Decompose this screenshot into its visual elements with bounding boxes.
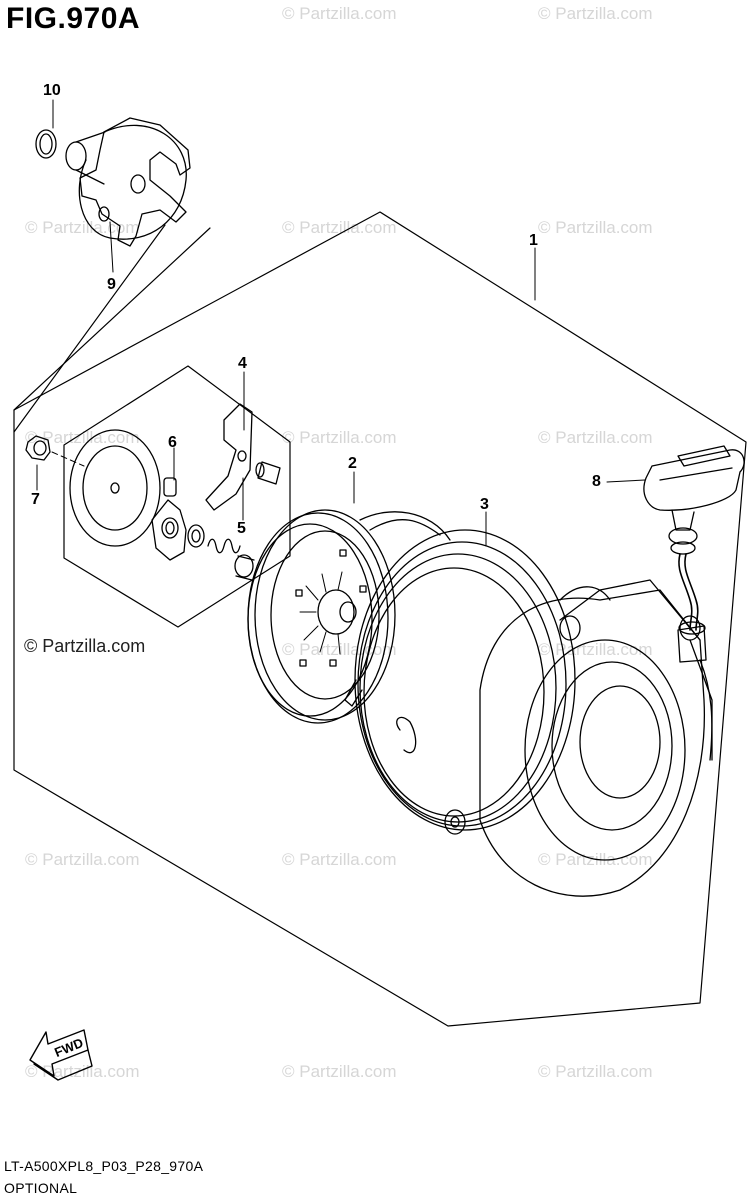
part-2-reel	[247, 509, 451, 724]
part-spring-collar	[187, 524, 255, 581]
watermark: © Partzilla.com	[25, 850, 140, 869]
callout-2: 2	[348, 455, 357, 472]
callout-8: 8	[592, 473, 601, 490]
watermark: © Partzilla.com	[282, 4, 397, 23]
watermark: © Partzilla.com	[538, 4, 653, 23]
watermark: © Partzilla.com	[538, 218, 653, 237]
part-6-pawl	[151, 477, 187, 561]
watermark: © Partzilla.com	[282, 428, 397, 447]
optional-note: OPTIONAL	[4, 1180, 78, 1196]
leader-lines	[36, 99, 646, 547]
part-10-o-ring	[35, 129, 57, 159]
part-friction-plate	[69, 429, 161, 547]
part-9-ratchet-hub	[65, 117, 191, 247]
watermark-dark: © Partzilla.com	[24, 636, 146, 656]
callout-1: 1	[529, 232, 538, 249]
callout-6: 6	[168, 434, 177, 451]
part-case	[444, 579, 713, 897]
part-7-nut	[25, 435, 51, 461]
watermark: © Partzilla.com	[25, 428, 140, 447]
fwd-arrow-icon	[29, 1029, 93, 1081]
watermark: © Partzilla.com	[282, 850, 397, 869]
callout-10: 10	[43, 82, 61, 99]
callout-7: 7	[31, 491, 40, 508]
part-4-guide	[205, 403, 253, 511]
callout-3: 3	[480, 496, 489, 513]
callout-5: 5	[237, 520, 246, 537]
callout-9: 9	[107, 276, 116, 293]
watermark: © Partzilla.com	[282, 1062, 397, 1081]
figure-title: FIG.970A	[6, 2, 141, 35]
watermark: © Partzilla.com	[538, 1062, 653, 1081]
part-5-pin	[255, 461, 281, 485]
watermark: © Partzilla.com	[282, 218, 397, 237]
watermark: © Partzilla.com	[538, 428, 653, 447]
model-code: LT-A500XPL8_P03_P28_970A	[4, 1158, 204, 1174]
subgroup-boundary	[63, 365, 291, 628]
part-8-handle	[643, 445, 745, 663]
callout-4: 4	[238, 355, 247, 372]
assembly-boundary	[13, 211, 747, 1027]
